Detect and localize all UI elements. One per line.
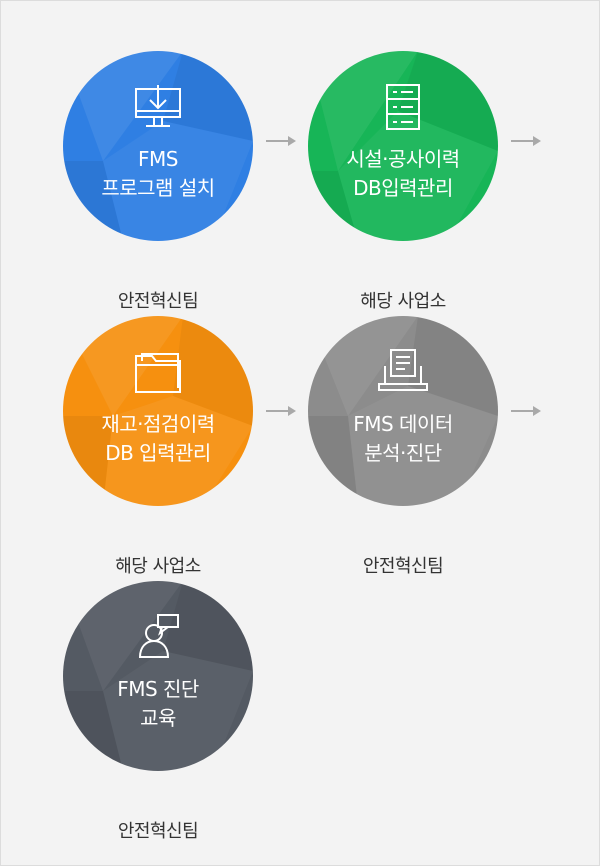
server-rack-icon xyxy=(386,84,420,130)
step-title-line2: 분석·진단 xyxy=(364,441,442,465)
step-title: 재고·점검이력 DB 입력관리 xyxy=(101,410,215,468)
step-title-line2: 교육 xyxy=(140,706,176,730)
step-title: FMS 데이터 분석·진단 xyxy=(353,410,453,468)
folder-icon xyxy=(135,353,181,393)
arrow-right-icon xyxy=(266,136,296,146)
step-owner: 해당 사업소 xyxy=(115,556,201,577)
step-circle: FMS 프로그램 설치 xyxy=(63,51,253,241)
step-fms-install: FMS 프로그램 설치 안전혁신팀 xyxy=(58,51,258,313)
facet-pattern xyxy=(63,316,253,506)
step-title-line1: FMS 진단 xyxy=(117,677,199,701)
step-fms-analysis: FMS 데이터 분석·진단 안전혁신팀 xyxy=(303,316,503,578)
step-owner: 안전혁신팀 xyxy=(117,291,199,312)
step-facility-db: 시설·공사이력 DB입력관리 해당 사업소 xyxy=(303,51,503,313)
step-title-line1: 시설·공사이력 xyxy=(346,147,460,171)
step-title: 시설·공사이력 DB입력관리 xyxy=(346,145,460,203)
step-title-line1: 재고·점검이력 xyxy=(101,412,215,436)
step-circle: FMS 진단 교육 xyxy=(63,581,253,771)
step-owner: 해당 사업소 xyxy=(360,291,446,312)
step-fms-training: FMS 진단 교육 안전혁신팀 xyxy=(58,581,258,843)
step-title: FMS 프로그램 설치 xyxy=(101,145,215,203)
step-title-line1: FMS xyxy=(138,147,178,171)
step-title-line2: 프로그램 설치 xyxy=(101,176,215,200)
arrow-right-icon xyxy=(266,406,296,416)
facet-pattern xyxy=(308,316,498,506)
step-circle: FMS 데이터 분석·진단 xyxy=(308,316,498,506)
document-laptop-icon xyxy=(378,349,428,391)
step-title-line1: FMS 데이터 xyxy=(353,412,453,436)
step-owner: 안전혁신팀 xyxy=(362,556,444,577)
step-owner: 안전혁신팀 xyxy=(117,821,199,842)
facet-pattern xyxy=(63,581,253,771)
step-circle: 시설·공사이력 DB입력관리 xyxy=(308,51,498,241)
step-title-line2: DB입력관리 xyxy=(353,176,453,200)
facet-pattern xyxy=(308,51,498,241)
step-title: FMS 진단 교육 xyxy=(117,675,199,733)
step-title-line2: DB 입력관리 xyxy=(105,441,211,465)
arrow-right-icon xyxy=(511,406,541,416)
step-circle: 재고·점검이력 DB 입력관리 xyxy=(63,316,253,506)
facet-pattern xyxy=(63,51,253,241)
person-speech-icon xyxy=(138,614,179,658)
arrow-right-icon xyxy=(511,136,541,146)
monitor-download-icon xyxy=(135,85,181,127)
step-inventory-db: 재고·점검이력 DB 입력관리 해당 사업소 xyxy=(58,316,258,578)
